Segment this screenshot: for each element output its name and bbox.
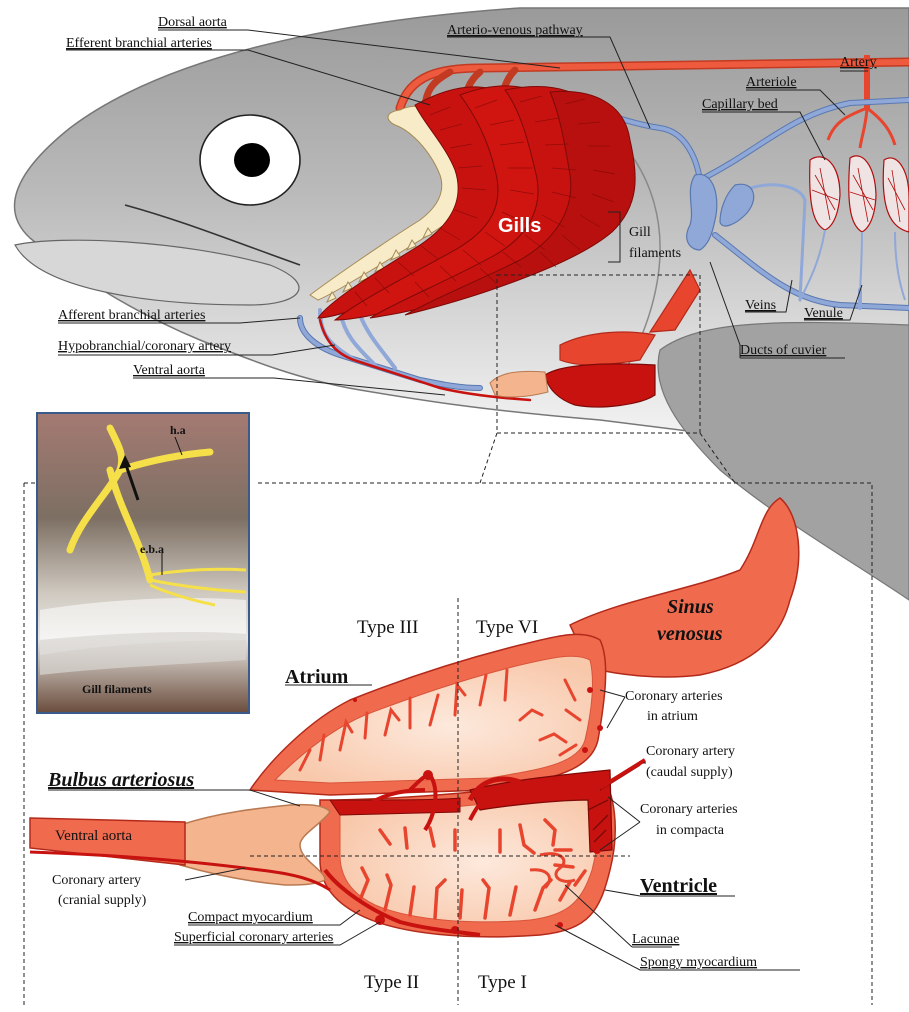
label-hypobranchial-coronary-artery: Hypobranchial/coronary artery: [58, 339, 231, 354]
label-veins: Veins: [745, 298, 776, 313]
label-dorsal-aorta: Dorsal aorta: [158, 15, 228, 30]
label-lacunae: Lacunae: [632, 932, 679, 947]
label-arterio-venous-pathway: Arterio-venous pathway: [447, 23, 583, 38]
label-coronary-atrium-line1: Coronary arteries: [625, 689, 723, 704]
label-atrium: Atrium: [285, 666, 349, 688]
photo-label-gill-filaments: Gill filaments: [82, 682, 152, 696]
label-sinus-venosus-line2: venosus: [657, 623, 723, 645]
label-type-ii: Type II: [364, 972, 419, 993]
photo-label-eba: e.b.a: [140, 542, 164, 556]
photo-inset: h.a e.b.a Gill filaments: [37, 413, 249, 713]
label-arteriole: Arteriole: [746, 75, 797, 90]
sinus-venosus: [570, 498, 799, 677]
label-coronary-atrium-line2: in atrium: [647, 709, 698, 724]
label-type-vi: Type VI: [476, 617, 538, 638]
label-ducts-of-cuvier: Ducts of cuvier: [740, 343, 827, 358]
label-type-i: Type I: [478, 972, 527, 993]
label-bulbus-arteriosus: Bulbus arteriosus: [47, 769, 194, 791]
label-spongy-myocardium: Spongy myocardium: [640, 955, 757, 970]
label-coronary-caudal-line2: (caudal supply): [646, 765, 733, 780]
label-sinus-venosus-line1: Sinus: [667, 596, 714, 618]
label-superficial-coronary-arteries: Superficial coronary arteries: [174, 930, 333, 945]
label-gill-filaments-line2: filaments: [629, 246, 681, 261]
label-ventral-aorta-top: Ventral aorta: [133, 363, 206, 378]
label-gill-filaments-line1: Gill: [629, 225, 651, 240]
pupil: [234, 143, 270, 177]
label-ventricle: Ventricle: [640, 875, 717, 897]
label-coronary-compacta-line1: Coronary arteries: [640, 802, 738, 817]
photo-label-ha: h.a: [170, 423, 186, 437]
label-coronary-cranial-line1: Coronary artery: [52, 873, 141, 888]
label-efferent-branchial-arteries: Efferent branchial arteries: [66, 36, 212, 51]
label-artery: Artery: [840, 55, 877, 70]
bulbus-arteriosus: [180, 805, 330, 885]
label-capillary-bed: Capillary bed: [702, 97, 778, 112]
label-coronary-caudal-line1: Coronary artery: [646, 744, 735, 759]
label-gills: Gills: [498, 215, 541, 237]
label-afferent-branchial-arteries: Afferent branchial arteries: [58, 308, 205, 323]
label-coronary-cranial-line2: (cranial supply): [58, 893, 147, 908]
label-type-iii: Type III: [357, 617, 418, 638]
label-coronary-compacta-line2: in compacta: [656, 823, 725, 838]
label-compact-myocardium: Compact myocardium: [188, 910, 313, 925]
label-venule: Venule: [804, 306, 843, 321]
label-ventral-aorta-heart: Ventral aorta: [55, 828, 132, 844]
